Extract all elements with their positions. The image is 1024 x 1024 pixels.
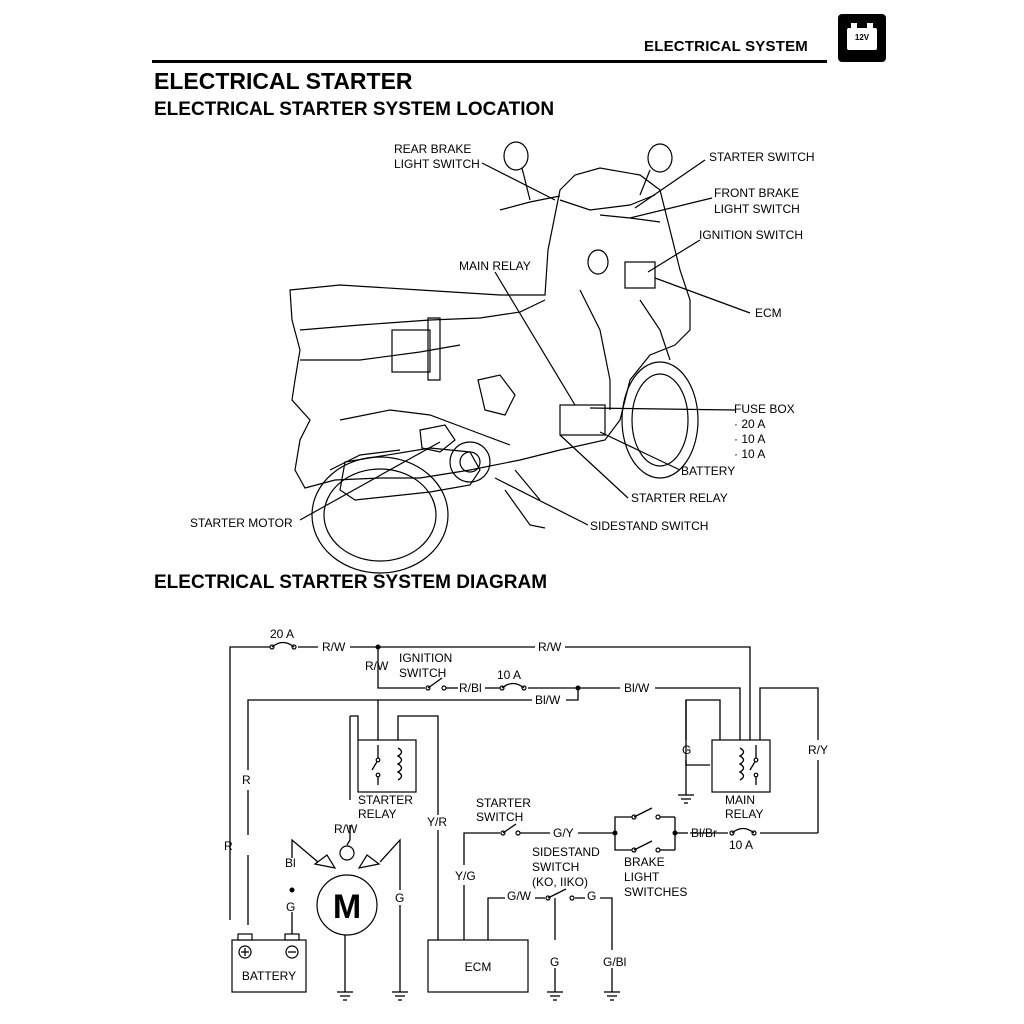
ecm-symbol: ECM — [427, 939, 529, 993]
label-starter-relay-2: RELAY — [358, 807, 396, 821]
label-g-ecm: G — [550, 955, 559, 969]
label-r-2: R — [224, 839, 233, 853]
page-title: ELECTRICAL STARTER — [154, 68, 413, 94]
starter-switch-symbol — [500, 823, 521, 836]
label-yr: Y/R — [427, 815, 447, 829]
ignition-switch-symbol — [425, 677, 447, 691]
battery-symbol: BATTERY — [231, 933, 307, 993]
label-gbl: G/Bl — [603, 955, 626, 969]
fuse-10a-right — [729, 827, 757, 836]
label-battery: BATTERY — [681, 464, 735, 478]
label-rear-brake-switch-2: LIGHT SWITCH — [394, 157, 480, 171]
label-sidestand-switch: SIDESTAND SWITCH — [590, 519, 708, 533]
label-rw-2: R/W — [538, 640, 562, 654]
label-yg: Y/G — [455, 869, 476, 883]
label-sidestand-2: SWITCH — [532, 860, 579, 874]
label-ry: R/Y — [808, 743, 828, 757]
label-starter-relay-1: STARTER — [358, 793, 413, 807]
label-main-relay-1: MAIN — [725, 793, 755, 807]
label-front-brake-switch-2: LIGHT SWITCH — [714, 202, 800, 216]
main-relay-symbol — [711, 739, 771, 793]
junctions — [289, 644, 678, 893]
label-starter-motor: STARTER MOTOR — [190, 516, 293, 530]
label-main-relay-2: RELAY — [725, 807, 763, 821]
location-heading: ELECTRICAL STARTER SYSTEM LOCATION — [154, 99, 555, 120]
label-blw-1: Bl/W — [624, 681, 650, 695]
label-g-main: G — [682, 743, 691, 757]
label-bl: Bl — [285, 856, 296, 870]
label-rear-brake-switch-1: REAR BRAKE — [394, 142, 471, 156]
starter-relay-symbol — [357, 739, 417, 793]
label-fuse-10a-top: 10 A — [497, 668, 521, 682]
fuse-10a-top — [499, 682, 527, 691]
label-brake-3: SWITCHES — [624, 885, 687, 899]
label-ecm: ECM — [755, 306, 782, 320]
ecm-label: ECM — [465, 960, 492, 974]
label-brake-2: LIGHT — [624, 870, 660, 884]
label-fuse-10a-2: · 10 A — [734, 447, 765, 461]
label-ignition-switch: IGNITION SWITCH — [699, 228, 803, 242]
battery-label: BATTERY — [242, 969, 296, 983]
label-gw: G/W — [507, 889, 532, 903]
wires — [229, 646, 819, 992]
label-brake-1: BRAKE — [624, 855, 665, 869]
label-sidestand-3: (KO, IIKO) — [532, 875, 588, 889]
badge-label: 12V — [854, 33, 870, 42]
label-starter-switch: STARTER SWITCH — [709, 150, 815, 164]
label-ignition-1: IGNITION — [399, 651, 452, 665]
label-gy: G/Y — [553, 826, 574, 840]
label-starter-relay: STARTER RELAY — [631, 491, 728, 505]
starter-motor-symbol: M — [313, 845, 381, 936]
label-fuse-20a: 20 A — [270, 627, 294, 641]
label-fuse-10a-right: 10 A — [729, 838, 753, 852]
diagram-heading: ELECTRICAL STARTER SYSTEM DIAGRAM — [154, 572, 548, 593]
label-main-relay: MAIN RELAY — [459, 259, 531, 273]
label-g-motor: G — [395, 891, 404, 905]
label-sidestand-1: SIDESTAND — [532, 845, 600, 859]
label-blbr: Bl/Br — [691, 826, 717, 840]
battery-icon: 12V — [838, 14, 886, 62]
scooter-body — [289, 141, 691, 529]
header-rule — [152, 60, 827, 63]
motor-letter: M — [333, 888, 361, 926]
label-g-batt: G — [286, 900, 295, 914]
label-rw-motor: R/W — [334, 822, 358, 836]
ground-symbols — [337, 794, 694, 1001]
label-r-1: R — [242, 773, 251, 787]
sidestand-switch-symbol — [545, 888, 575, 901]
label-fuse-10a-1: · 10 A — [734, 432, 765, 446]
label-fuse-20a: · 20 A — [734, 417, 765, 431]
label-g-side: G — [587, 889, 596, 903]
leader-lines — [299, 159, 751, 526]
label-rbl: R/Bl — [459, 681, 482, 695]
label-rw-branch: R/W — [365, 659, 389, 673]
fuse-20a — [269, 641, 297, 650]
label-front-brake-switch-1: FRONT BRAKE — [714, 186, 799, 200]
brake-light-switches-symbol — [631, 807, 661, 853]
label-ignition-2: SWITCH — [399, 666, 446, 680]
label-starter-switch-2: SWITCH — [476, 810, 523, 824]
rear-wheel — [311, 456, 449, 574]
label-fuse-box: FUSE BOX — [734, 402, 795, 416]
header-section-title: ELECTRICAL SYSTEM — [644, 38, 808, 55]
label-blw-2: Bl/W — [535, 693, 561, 707]
label-starter-switch-1: STARTER — [476, 796, 531, 810]
front-wheel — [621, 361, 699, 479]
label-rw-1: R/W — [322, 640, 346, 654]
